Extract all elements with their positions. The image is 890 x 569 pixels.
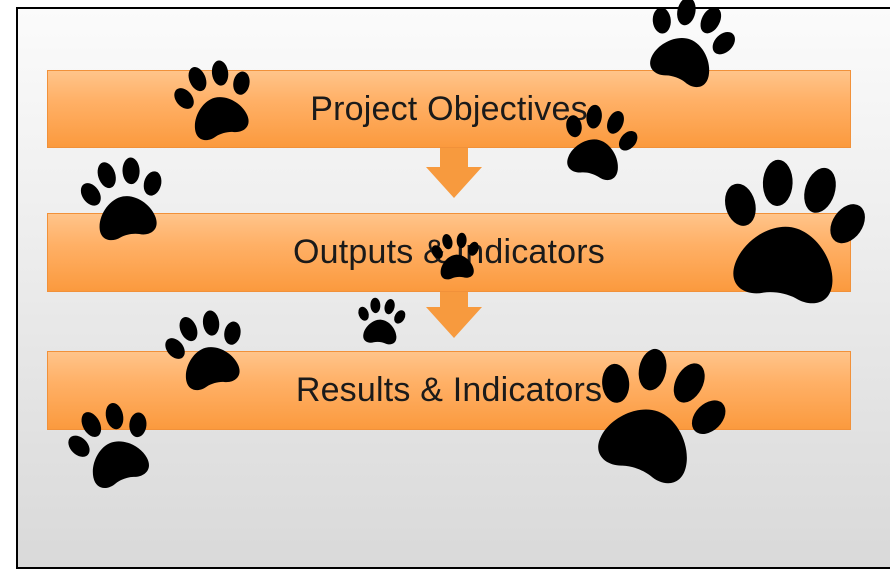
slide-canvas: Project Objectives Outputs & Indicators … <box>16 7 890 569</box>
flow-arrow-down-icon <box>426 167 482 198</box>
flow-arrow-stem-2 <box>440 292 468 308</box>
step-box-project-objectives: Project Objectives <box>47 70 851 148</box>
step-label: Project Objectives <box>310 89 588 128</box>
step-label: Results & Indicators <box>295 371 603 409</box>
step-box-outputs-indicators: Outputs & Indicators <box>47 213 851 292</box>
step-label: Outputs & Indicators <box>292 233 606 271</box>
step-box-results-indicators: Results & Indicators <box>47 351 851 430</box>
flow-arrow-down-icon <box>426 307 482 338</box>
flow-arrow-stem-1 <box>440 148 468 168</box>
